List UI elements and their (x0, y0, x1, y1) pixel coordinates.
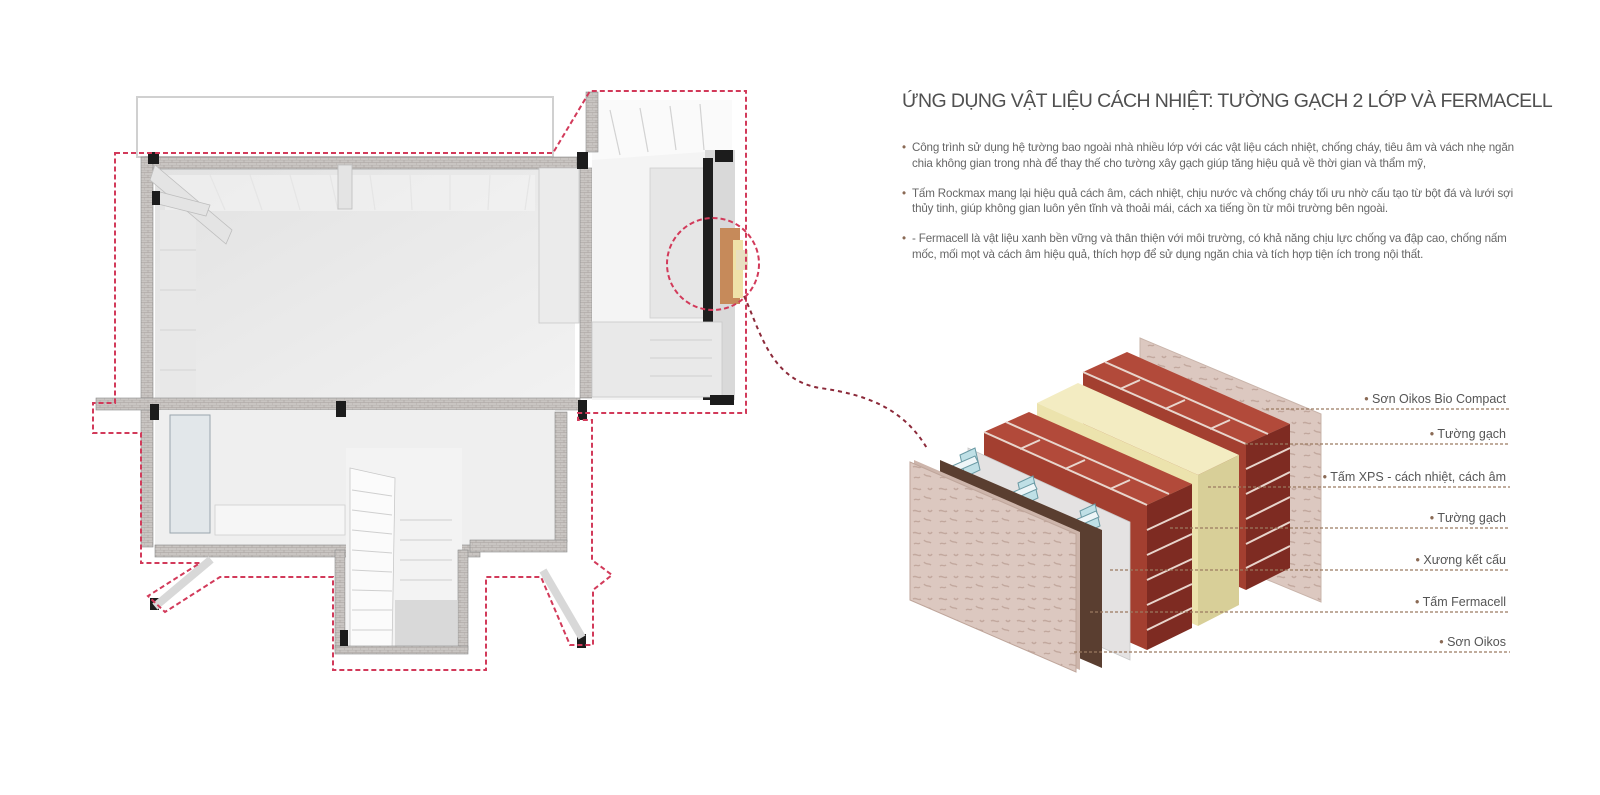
description-text: - Fermacell là vật liệu xanh bền vững và… (912, 232, 1507, 261)
label-steel-frame: • Xương kết cấu (1416, 553, 1506, 567)
label-oikos: • Sơn Oikos (1439, 635, 1506, 649)
detail-callout-circle (666, 217, 760, 311)
lower-window (169, 414, 211, 534)
page-title: ỨNG DỤNG VẬT LIỆU CÁCH NHIỆT: TƯỜNG GẠCH… (902, 90, 1553, 112)
floor-plan (92, 90, 760, 671)
layer-labels: • Sơn Oikos Bio Compact • Tường gạch • T… (1323, 392, 1507, 649)
label-xps: • Tấm XPS - cách nhiệt, cách âm (1323, 470, 1506, 484)
staircase (334, 448, 469, 655)
description-item: •- Fermacell là vật liệu xanh bền vững v… (902, 232, 1507, 261)
description-list: •Công trình sử dụng hệ tường bao ngoài n… (902, 140, 1522, 277)
label-brick-inner: • Tường gạch (1430, 511, 1506, 525)
label-fermacell: • Tấm Fermacell (1415, 595, 1506, 609)
label-oikos-bio-compact: • Sơn Oikos Bio Compact (1364, 392, 1506, 406)
right-partition-wall (538, 167, 580, 324)
label-brick-outer: • Tường gạch (1430, 427, 1506, 441)
description-item: •Công trình sử dụng hệ tường bao ngoài n… (902, 141, 1514, 170)
upper-volume-outline (136, 96, 554, 158)
beams (149, 164, 353, 245)
window-frame-right (703, 158, 713, 400)
description-text: Tấm Rockmax mang lại hiệu quả cách âm, c… (912, 186, 1514, 216)
description-item: •Tấm Rockmax mang lại hiệu quả cách âm, … (902, 186, 1514, 216)
column-markers (148, 150, 734, 648)
leader-lines (1074, 408, 1510, 653)
insulated-envelope-outline (92, 90, 747, 671)
wall-section (909, 337, 1322, 673)
layer-oikos (909, 461, 1077, 673)
left-wall-face (160, 210, 196, 400)
callout-connector (743, 295, 929, 451)
left-wall (140, 156, 154, 548)
description-text: Công trình sử dụng hệ tường bao ngoài nh… (912, 141, 1514, 170)
top-wall (144, 156, 578, 170)
